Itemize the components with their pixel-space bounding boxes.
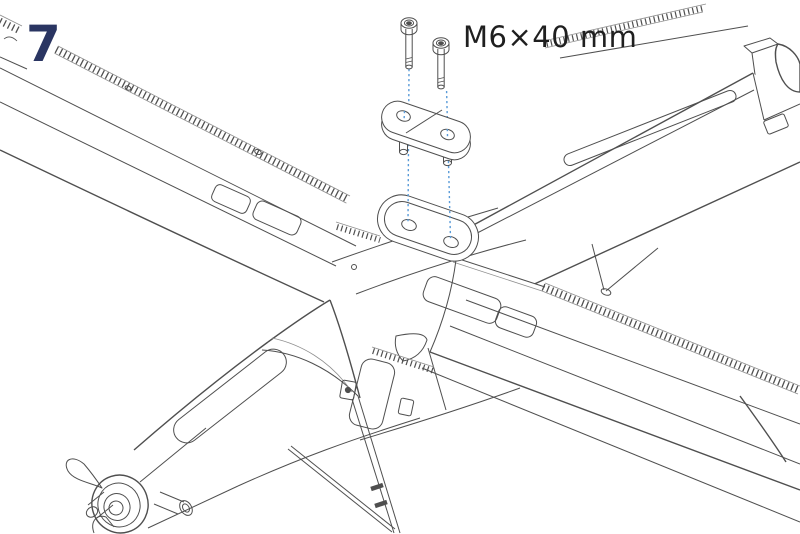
left-wingtip-fragment xyxy=(0,14,28,70)
step-number-label: 7 xyxy=(26,15,61,73)
tailplane xyxy=(544,3,800,97)
battery-hatch-panel xyxy=(173,348,287,444)
flap-root-hatch xyxy=(335,221,435,374)
right-wing-strut xyxy=(591,243,659,296)
access-hatch xyxy=(763,113,789,135)
propeller-shaft xyxy=(85,491,114,519)
right-wing-aileron-hatch xyxy=(541,282,800,395)
left-wing-flap-hatch xyxy=(54,45,351,204)
windshield-top-edge xyxy=(267,299,331,343)
aileron-root-curve xyxy=(739,395,787,463)
wing-strut-thin xyxy=(287,445,396,533)
wing-strut-main xyxy=(351,395,401,534)
right-wing-leading-edge xyxy=(429,351,800,491)
hinge-detail xyxy=(254,148,262,156)
right-wing-trailing-edge xyxy=(452,261,543,292)
plate-split-line xyxy=(405,109,443,134)
left-wing-panel-line xyxy=(0,67,357,247)
elevator-hatch xyxy=(544,3,707,49)
right-wing-under-edge xyxy=(421,367,800,523)
left-wing xyxy=(0,14,357,303)
rear-side-window xyxy=(394,333,428,362)
mounting-plate xyxy=(381,100,471,167)
nose-top-edge xyxy=(133,341,269,451)
strut-bracket xyxy=(339,379,357,401)
hex-socket xyxy=(435,39,447,47)
turtledeck-panel xyxy=(563,89,737,167)
wing-bolt-hole-1 xyxy=(401,219,417,231)
fuselage-tail-end xyxy=(752,72,765,121)
wing-center-saddle xyxy=(377,194,479,262)
aft-fuselage-body xyxy=(468,73,800,298)
fin xyxy=(774,43,800,93)
forward-fuselage xyxy=(65,221,521,534)
aft-fuselage xyxy=(455,72,800,299)
door-bottom-line xyxy=(359,387,521,441)
propeller-blade-lower xyxy=(92,515,115,534)
fuselage-bottom-edge xyxy=(503,161,800,299)
right-wing-servo-hatch xyxy=(422,276,502,324)
left-wing-servo-hatch xyxy=(211,184,251,214)
elevator-tip xyxy=(743,37,779,54)
fuselage-tail-end xyxy=(763,103,800,121)
right-wing-panel-line xyxy=(465,299,800,425)
right-wing-panel-line xyxy=(449,325,800,465)
screw-1 xyxy=(400,17,418,70)
guide-stub xyxy=(403,110,406,122)
engine-cowl xyxy=(91,427,239,534)
cabin-body xyxy=(86,300,398,533)
plate-hole-2 xyxy=(440,128,455,141)
left-wing-panel-line xyxy=(0,101,337,267)
windshield-glass-line xyxy=(271,337,353,393)
right-wing-surface xyxy=(424,258,800,524)
hex-socket xyxy=(403,19,415,27)
wing-bolt-hole-2 xyxy=(443,236,459,248)
fuselage-shoulder-line xyxy=(455,89,755,245)
screw-2 xyxy=(432,37,450,90)
left-wing-leading-edge xyxy=(0,149,325,303)
hinge-detail xyxy=(124,85,132,91)
exhaust-pipe xyxy=(153,491,193,516)
antenna-knob xyxy=(351,264,357,270)
left-wing-servo-hatch xyxy=(252,200,302,236)
belly-line xyxy=(237,417,421,487)
alignment-guides xyxy=(407,68,452,240)
strut-bracket xyxy=(397,397,415,417)
right-wing-trailing-edge xyxy=(455,257,546,288)
propeller-blade xyxy=(65,458,103,489)
door-frame-line xyxy=(427,347,447,411)
stabilizer-edge xyxy=(559,25,749,59)
right-wing-servo-hatch xyxy=(494,306,538,338)
screw-size-label: M6×40 mm xyxy=(463,20,637,54)
right-wing xyxy=(421,243,800,524)
guide-line-1 xyxy=(407,68,410,223)
right-wing-root-rib xyxy=(429,259,457,353)
